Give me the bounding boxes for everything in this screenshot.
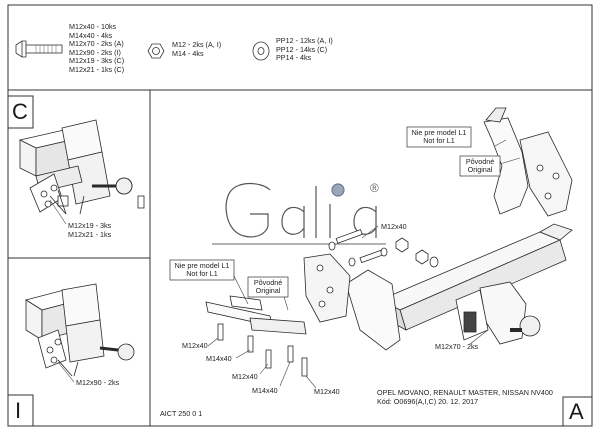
nut-icon: [147, 43, 165, 59]
washer-item: PP12 - 12ks (A, I): [276, 36, 333, 45]
registered-mark: ®: [370, 181, 379, 195]
callout-i: M12x90 - 2ks: [76, 378, 120, 387]
washer-icon: [252, 41, 270, 61]
note-box-right-frame: [406, 126, 472, 148]
bolt-item: M12x21 - 1ks (C): [69, 64, 125, 74]
callout-c-1: M12x19 - 3ks: [68, 221, 112, 230]
orig-right-line2: Original: [467, 165, 493, 174]
bolt-item: M12x19 - 3ks (C): [69, 56, 125, 66]
leader-lines: [49, 139, 521, 389]
note-box-left-frame: [169, 259, 235, 281]
note-box-right: Nie pre model L1 Not for L1: [407, 129, 471, 145]
label-m12x40-top: M12x40: [381, 222, 407, 231]
bolt-item: M12x70 - 2ks (A): [69, 39, 124, 49]
note-right-line1: Nie pre model L1: [411, 128, 467, 137]
label-m12x40-left: M12x40: [182, 341, 208, 350]
panel-letter-a: A: [569, 399, 584, 424]
washer-item: PP14 - 4ks: [276, 53, 312, 63]
note-box-left: Nie pre model L1 Not for L1: [170, 262, 234, 278]
towbar-assembly: [205, 107, 573, 377]
washer-item: PP12 - 14ks (C): [276, 44, 328, 54]
panel-letter-i: I: [15, 398, 22, 423]
hitch-illustration-c: [18, 119, 145, 215]
bolt-item: M14x40 - 4ks: [69, 30, 113, 40]
bolt-item: M12x90 - 2ks (I): [69, 47, 121, 57]
label-m12x40-bottom-right: M12x40: [314, 387, 340, 396]
note-frames: [169, 126, 501, 298]
label-m14x40-left: M14x40: [206, 354, 232, 363]
label-m12x40-bottom: M12x40: [232, 372, 258, 381]
orig-box-right-frame: [459, 155, 501, 177]
washer-list: PP12 - 12ks (A, I) PP12 - 14ks (C) PP14 …: [276, 36, 333, 63]
note-left-line2: Not for L1: [186, 269, 218, 278]
label-m14x40-bottom: M14x40: [252, 386, 278, 395]
drawing-id: AICT 250 0 1: [160, 409, 203, 418]
orig-left-line2: Original: [255, 286, 281, 295]
nut-list: M12 - 2ks (A, I) M14 - 4ks: [172, 40, 222, 58]
letter-box-i: [8, 394, 34, 426]
bolt-item: M12x40 - 10ks: [69, 22, 117, 31]
vehicle-models: OPEL MOVANO, RENAULT MASTER, NISSAN NV40…: [377, 388, 553, 397]
nut-item: M12 - 2ks (A, I): [172, 40, 222, 49]
bolt-list: M12x40 - 10ks M14x40 - 4ks M12x70 - 2ks …: [69, 22, 125, 75]
orig-box-right: Pôvodné Original: [460, 158, 500, 174]
orig-box-left-frame: [247, 276, 289, 298]
bolt-icon: [15, 40, 63, 58]
note-left-line1: Nie pre model L1: [174, 261, 230, 270]
hitch-illustration-i: [25, 283, 135, 377]
outer-frame: [7, 4, 593, 427]
product-code: Kód: O0696(A,I,C) 20. 12. 2017: [377, 397, 479, 406]
label-m12x70: M12x70 - 2ks: [435, 342, 479, 351]
callout-c-2: M12x21 - 1ks: [68, 229, 112, 239]
panel-c-callouts: M12x19 - 3ks M12x21 - 1ks: [68, 221, 112, 239]
orig-right-line1: Pôvodné: [465, 157, 495, 166]
orig-box-left: Pôvodné Original: [248, 279, 288, 295]
panel-letter-c: C: [12, 99, 28, 124]
nut-item: M14 - 4ks: [172, 48, 204, 58]
letter-box-a: [562, 396, 592, 426]
note-right-line2: Not for L1: [423, 136, 455, 145]
orig-left-line1: Pôvodné: [253, 278, 283, 287]
galia-logo: [212, 182, 386, 245]
letter-box-c: [8, 95, 34, 129]
